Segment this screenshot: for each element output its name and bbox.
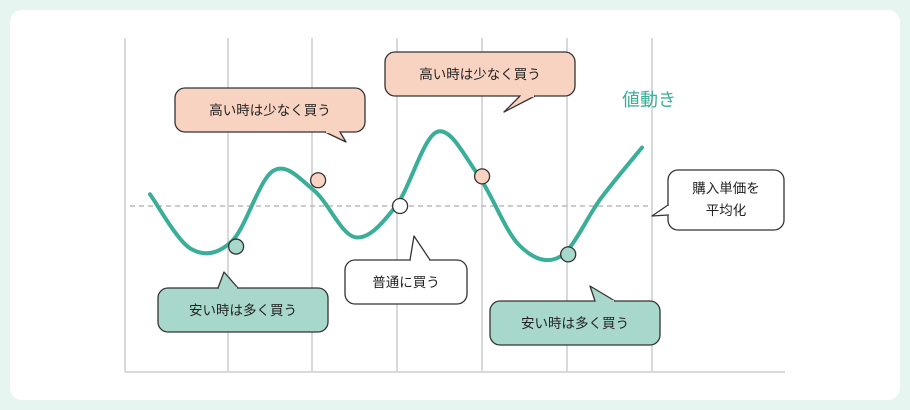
callout-tail [324,131,347,143]
buy-point-marker [227,238,245,255]
chart-card: 安い時は多く買う 高い時は少なく買う普通に買う 高い時は少なく買う安い時は多く買う 購… [10,10,900,400]
callout-tail [503,95,536,113]
buy-point-marker [391,197,409,215]
buy-point-marker [309,172,327,189]
series-label: 値動き [622,90,676,111]
callout-buy-low: 安い時は多く買う [157,271,329,333]
callout-buy-normal: 普通に買う [344,235,468,305]
callout-box [384,51,576,97]
callout-label: 高い時は少なく買う [419,66,541,83]
callout-box [489,300,661,346]
callout-label: 安い時は多く買う [189,302,297,319]
callout-tail [651,204,669,217]
reference-label: 平均化 [706,203,747,219]
callout-box [667,169,785,231]
callout-box [344,259,468,305]
callout-tail [589,285,616,302]
callout-tail [217,271,239,289]
callout-tail [409,235,431,261]
callout-box [157,287,329,333]
callout-box [174,87,366,133]
callout-label: 普通に買う [372,275,440,291]
buy-point-marker [473,168,491,185]
callout-buy-high: 高い時は少なく買う [174,87,366,143]
callout-label: 安い時は多く買う [521,315,629,332]
buy-point-marker [560,246,577,263]
callout-label: 高い時は少なく買う [209,102,331,119]
callout-buy-high: 高い時は少なく買う [384,51,576,113]
callout-buy-low: 安い時は多く買う [489,285,661,346]
reference-label: 購入単価を [692,181,760,197]
